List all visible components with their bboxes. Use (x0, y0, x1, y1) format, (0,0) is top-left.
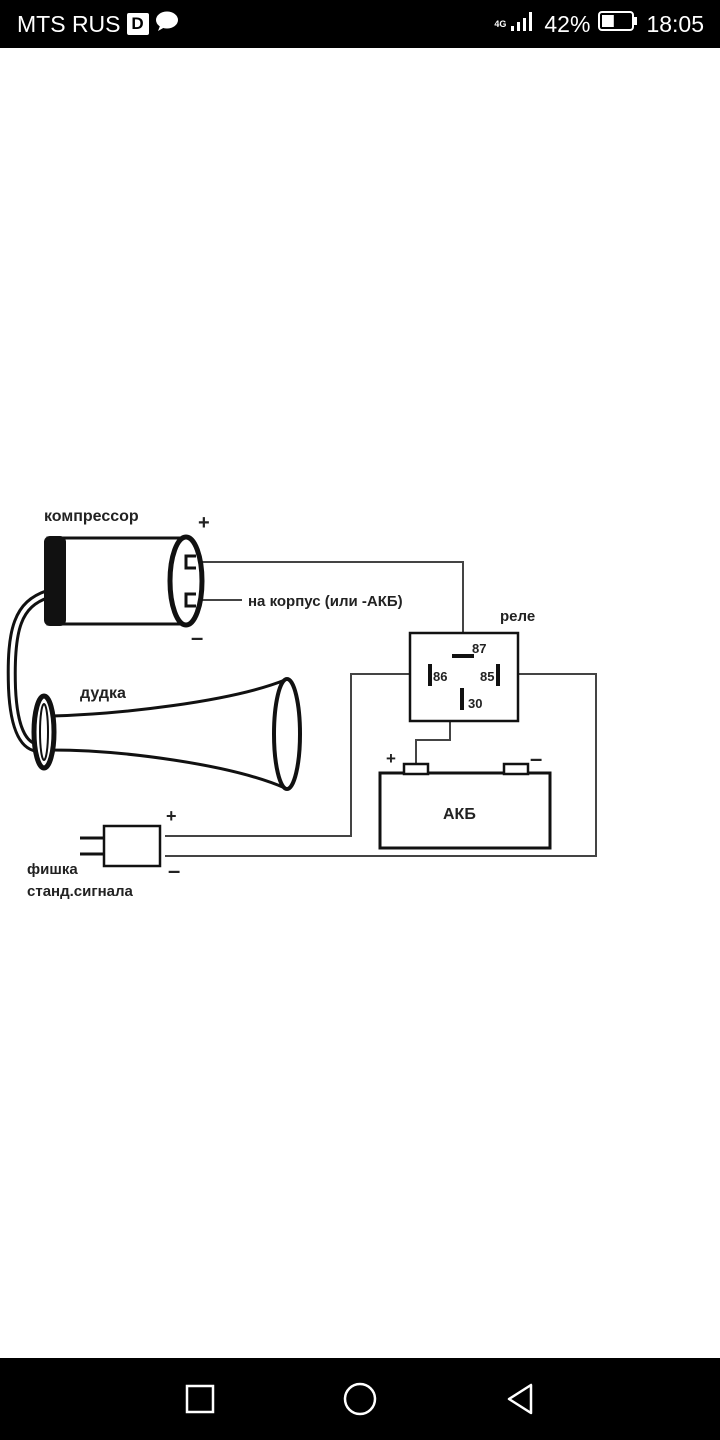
battery-icon (598, 10, 638, 38)
connector-minus-label: – (168, 858, 180, 883)
compressor-icon (44, 534, 205, 628)
connector-icon (80, 824, 162, 868)
relay-icon (408, 631, 520, 723)
home-icon (343, 1382, 377, 1416)
wiring-diagram: компрессор + – на корпус (или -АКБ) реле… (6, 508, 597, 900)
relay-label: реле (500, 608, 535, 625)
back-button[interactable] (496, 1376, 544, 1422)
battery-label: АКБ (443, 806, 476, 823)
compressor-plus-label: + (198, 512, 210, 534)
home-button[interactable] (336, 1376, 384, 1422)
compressor-label: компрессор (44, 508, 139, 525)
battery-percent: 42% (544, 10, 591, 37)
connector-label-line2: станд.сигнала (27, 883, 134, 900)
carrier-name: MTS RUS (17, 10, 121, 37)
wire-connector-minus-to-85 (165, 673, 597, 857)
back-icon (507, 1383, 533, 1415)
connector-label-line1: фишка (27, 861, 78, 878)
relay-pin-87: 87 (472, 641, 486, 656)
status-bar: MTS RUS D 4G 42% 18:05 (0, 0, 720, 48)
relay-pin-86: 86 (433, 669, 447, 684)
clock: 18:05 (646, 10, 704, 37)
signal-icon (510, 10, 536, 38)
horn-label: дудка (80, 685, 126, 702)
navigation-bar (0, 1358, 720, 1440)
battery-minus-label: – (530, 746, 542, 771)
connector-plus-label: + (166, 806, 177, 826)
wire-compressor-plus-to-87 (198, 561, 464, 648)
wire-connector-plus-to-86 (165, 673, 428, 837)
air-hose-inner (9, 592, 49, 750)
sim-badge: D (126, 13, 149, 35)
status-right: 4G 42% 18:05 (494, 0, 704, 48)
network-type: 4G (494, 18, 507, 29)
recent-apps-button[interactable] (176, 1376, 224, 1422)
relay-pin-30: 30 (468, 696, 482, 711)
compressor-minus-label: – (191, 625, 203, 650)
battery-plus-label: + (386, 749, 396, 768)
recent-apps-icon (185, 1384, 215, 1414)
ground-label: на корпус (или -АКБ) (248, 593, 403, 610)
image-viewer[interactable]: компрессор + – на корпус (или -АКБ) реле… (0, 48, 720, 1358)
chat-bubble-icon (155, 10, 179, 38)
status-left: MTS RUS D (17, 0, 179, 48)
horn-icon (31, 677, 302, 791)
relay-pin-85: 85 (480, 669, 494, 684)
battery-box-icon (378, 762, 552, 850)
